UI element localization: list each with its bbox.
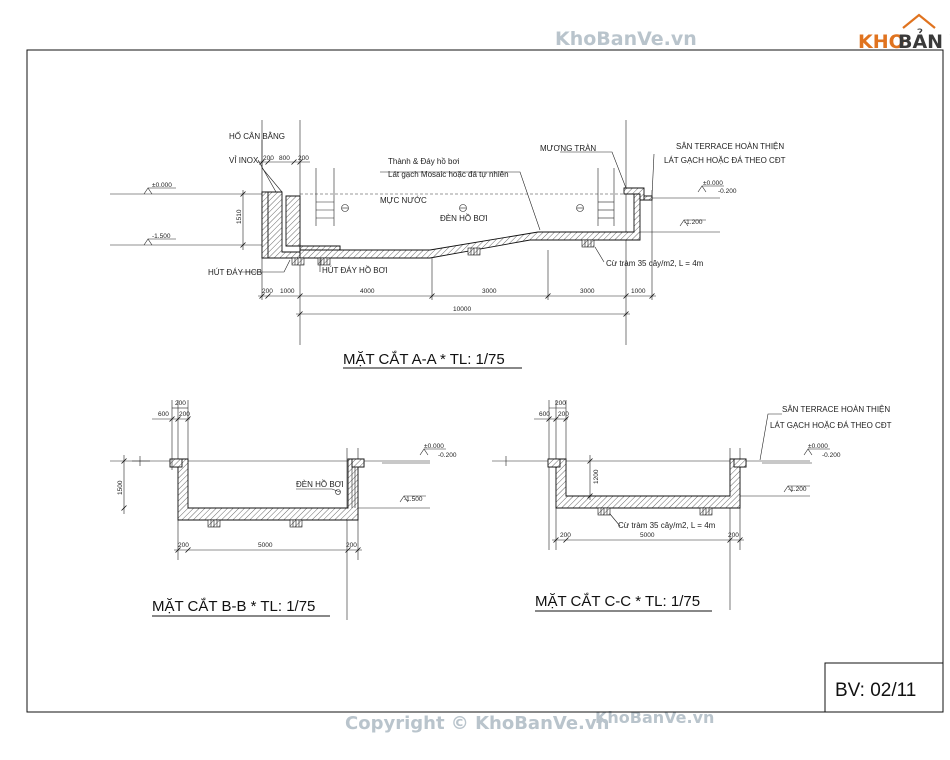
label-cc-cu-tram: Cừ tràm 35 cây/m2, L = 4m: [618, 521, 716, 530]
dim-bb-right-200: 200: [346, 542, 357, 549]
label-bb-den-ho-boi: ĐÈN HỒ BƠI: [296, 479, 344, 489]
dim-aa-top-200a: 200: [263, 155, 274, 162]
level-bb-0: ±0.000: [424, 443, 444, 450]
dim-cc-top-200b: 200: [558, 411, 569, 418]
section-cc-title: MẶT CẮT C-C * TL: 1/75: [535, 592, 700, 610]
watermark-bottom: Copyright © KhoBanVe.vn: [345, 713, 609, 734]
label-lat-gach-cdt: LÁT GẠCH HOẶC ĐÁ THEO CĐT: [664, 156, 786, 165]
dim-aa-total-10000: 10000: [453, 306, 471, 313]
level-aa-1500-left: -1.500: [152, 233, 171, 240]
label-den-ho-boi: ĐÈN HỒ BƠI: [440, 213, 488, 223]
level-aa-200-right: -0.200: [718, 188, 737, 195]
label-ho-can-bang: HỐ CÂN BẰNG: [229, 131, 285, 141]
dim-cc-right-200: 200: [728, 532, 739, 539]
level-cc-1200: -1.200: [788, 486, 807, 493]
sheet-number: BV: 02/11: [835, 680, 916, 701]
dim-cc-width-5000: 5000: [640, 532, 655, 539]
level-cc-200: -0.200: [822, 452, 841, 459]
label-thanh-day: Thành & Đáy hồ bơi: [388, 157, 460, 166]
dim-aa-b-3000b: 3000: [580, 288, 595, 295]
sheet-border: [26, 49, 944, 713]
section-aa-title: MẶT CẮT A-A * TL: 1/75: [343, 350, 505, 368]
logo-text-banve: BẢN VẼ: [898, 28, 950, 53]
label-cu-tram: Cừ tràm 35 cây/m2, L = 4m: [606, 259, 704, 268]
dim-aa-top-200b: 200: [298, 155, 309, 162]
dim-cc-top-600: 600: [539, 411, 550, 418]
watermark-top: KhoBanVe.vn: [555, 28, 697, 50]
watermark-bottom-overlay: KhoBanVe.vn: [595, 708, 714, 727]
level-cc-0: ±0.000: [808, 443, 828, 450]
label-cc-san-terrace: SÂN TERRACE HOÀN THIỆN: [782, 405, 890, 414]
dim-aa-b-1000b: 1000: [631, 288, 646, 295]
label-hut-day-ho-boi: HÚT ĐÁY HỒ BƠI: [322, 265, 388, 275]
label-lat-gach: Lát gạch Mosaic hoặc đá tự nhiên: [388, 170, 509, 179]
dim-cc-height-1200: 1200: [593, 469, 600, 484]
level-bb-200: -0.200: [438, 452, 457, 459]
dim-aa-top-800: 800: [279, 155, 290, 162]
dim-aa-b-200: 200: [262, 288, 273, 295]
label-san-terrace: SÂN TERRACE HOÀN THIỆN: [676, 142, 784, 151]
dim-aa-b-1000a: 1000: [280, 288, 295, 295]
section-bb: 200 600 200 1500 ±0.000 -0.200 -1.500 ĐÈ…: [110, 400, 457, 620]
dim-cc-left-200: 200: [560, 532, 571, 539]
dim-bb-left-200: 200: [178, 542, 189, 549]
label-hut-day-hcb: HÚT ĐÁY HCB: [208, 268, 262, 277]
logo-roof-icon: [902, 13, 936, 29]
dim-aa-b-3000a: 3000: [482, 288, 497, 295]
dim-bb-top-200: 200: [175, 400, 186, 407]
label-cc-lat-gach-cdt: LÁT GẠCH HOẶC ĐÁ THEO CĐT: [770, 421, 892, 430]
label-muc-nuoc: MỰC NƯỚC: [380, 196, 427, 205]
logo-text-kho: KHO: [858, 31, 905, 53]
section-bb-title: MẶT CẮT B-B * TL: 1/75: [152, 597, 315, 615]
dim-bb-height-1500: 1500: [117, 480, 124, 495]
section-aa: HỐ CÂN BẰNG VỈ INOX Thành & Đáy hồ bơi L…: [110, 120, 786, 369]
level-aa-0-left: ±0.000: [152, 182, 172, 189]
dim-aa-height-1510: 1510: [236, 209, 243, 224]
dim-aa-b-4000: 4000: [360, 288, 375, 295]
dim-bb-top-600: 600: [158, 411, 169, 418]
title-block: [824, 662, 944, 713]
dim-cc-top-200: 200: [555, 400, 566, 407]
logo: KHO BẢN VẼ: [858, 13, 950, 53]
label-muong-tran: MƯƠNG TRÀN: [540, 144, 596, 153]
level-aa-0-right: ±0.000: [703, 180, 723, 187]
label-vi-inox: VỈ INOX: [229, 156, 259, 165]
level-aa-1200-right: -1.200: [684, 219, 703, 226]
dim-bb-top-200b: 200: [179, 411, 190, 418]
level-bb-1500: -1.500: [404, 496, 423, 503]
dim-bb-width-5000: 5000: [258, 542, 273, 549]
section-cc: 200 600 200 1200 ±0.000 -0.200 -1.200 SÂ…: [492, 400, 892, 612]
